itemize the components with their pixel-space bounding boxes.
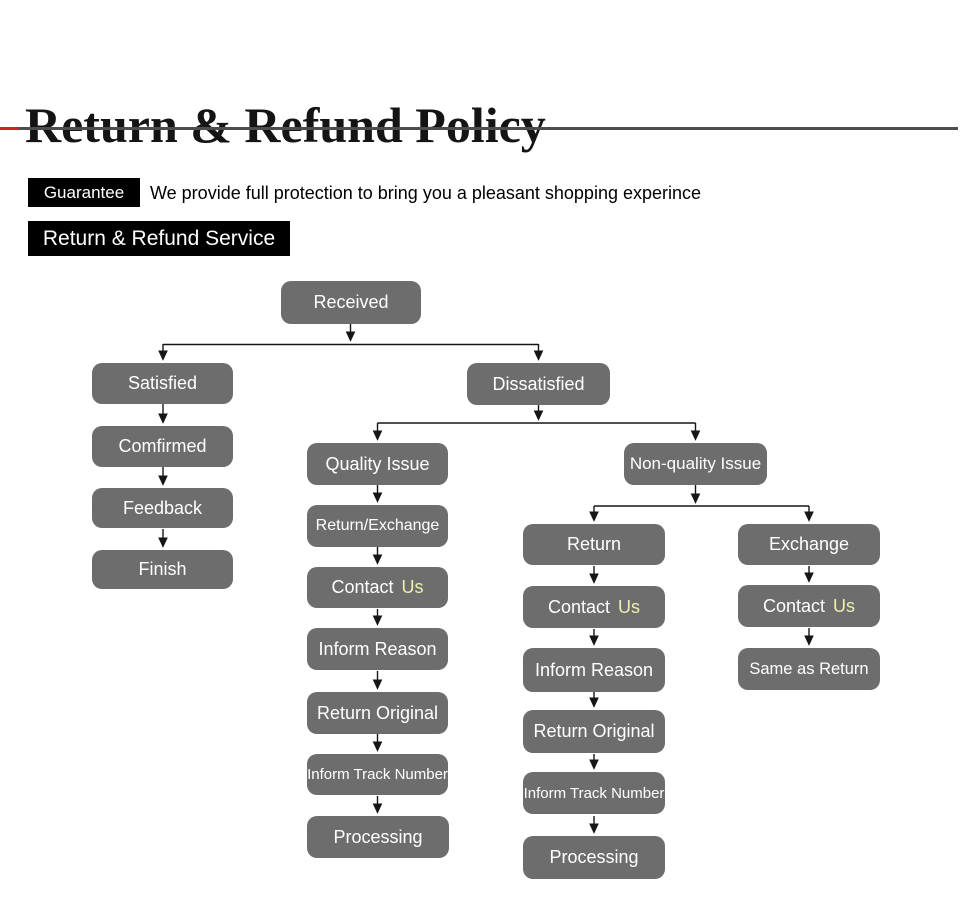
title-underline-red-segment <box>0 127 18 130</box>
flow-node-non-quality-issue: Non-quality Issue <box>624 443 767 485</box>
flow-node-label: Comfirmed <box>118 436 207 456</box>
flow-node-contact-us-return: Contact Us <box>523 586 665 628</box>
flow-node-label-accent: Us <box>833 595 856 616</box>
flow-node-label-accent: Us <box>401 577 424 597</box>
flow-node-label-accent: Us <box>618 596 641 617</box>
flow-node-contact-us-exchange: Contact Us <box>738 585 880 627</box>
flow-node-label: Same as Return <box>749 659 869 678</box>
flow-node-finish: Finish <box>92 550 233 589</box>
guarantee-badge: Guarantee <box>28 178 140 207</box>
flow-node-label: Return Original <box>533 721 655 741</box>
flow-node-label: Processing <box>549 847 639 867</box>
guarantee-description: We provide full protection to bring you … <box>150 183 702 203</box>
flow-node-return-original-quality: Return Original <box>307 692 448 734</box>
flow-node-comfirmed: Comfirmed <box>92 426 233 467</box>
page-title: Return & Refund Policy <box>25 96 546 153</box>
flow-node-label: Return/Exchange <box>315 517 440 534</box>
flow-node-label: Received <box>313 292 389 312</box>
flow-node-label: Return Original <box>316 702 439 723</box>
flow-node-received: Received <box>281 281 421 324</box>
flow-node-label: Exchange <box>768 534 850 554</box>
flow-node-label: Processing <box>333 826 423 847</box>
flow-node-inform-track-quality: Inform Track Number <box>307 754 448 795</box>
flow-node-exchange: Exchange <box>738 524 880 565</box>
flow-node-return-original-return: Return Original <box>523 710 665 753</box>
flow-node-label: Finish <box>138 559 187 579</box>
flow-node-label: Contact <box>762 595 826 616</box>
flow-node-label: Inform Reason <box>318 638 437 659</box>
flow-node-feedback: Feedback <box>92 488 233 528</box>
flow-node-label: Quality Issue <box>325 453 430 474</box>
flow-node-contact-us-quality: Contact Us <box>307 567 448 608</box>
guarantee-badge-label: Guarantee <box>43 182 125 202</box>
flow-node-label: Satisfied <box>127 373 198 393</box>
flow-node-return-exchange: Return/Exchange <box>307 505 448 547</box>
flow-node-inform-reason-quality: Inform Reason <box>307 628 448 670</box>
flow-node-label: Contact <box>547 596 611 617</box>
flow-node-processing-quality: Processing <box>307 816 449 858</box>
flow-node-label: Inform Track Number <box>523 784 665 802</box>
flow-node-inform-track-return: Inform Track Number <box>523 772 665 814</box>
flow-node-inform-reason-return: Inform Reason <box>523 648 665 692</box>
flow-node-label: Contact <box>331 577 394 597</box>
flow-node-return: Return <box>523 524 665 565</box>
flow-node-same-as-return: Same as Return <box>738 648 880 690</box>
flow-node-label: Inform Reason <box>534 659 654 680</box>
flow-node-quality-issue: Quality Issue <box>307 443 448 485</box>
title-underline <box>18 127 958 130</box>
flow-node-satisfied: Satisfied <box>92 363 233 404</box>
flow-node-processing-return: Processing <box>523 836 665 879</box>
flow-node-label: Feedback <box>122 497 203 518</box>
flow-node-label: Dissatisfied <box>492 373 585 394</box>
service-section-badge: Return & Refund Service <box>28 221 290 256</box>
flow-node-label: Non-quality Issue <box>629 454 762 473</box>
service-section-label: Return & Refund Service <box>42 226 276 250</box>
flow-node-dissatisfied: Dissatisfied <box>467 363 610 405</box>
flow-node-label: Inform Track Number <box>307 766 448 783</box>
flow-node-label: Return <box>566 534 622 554</box>
